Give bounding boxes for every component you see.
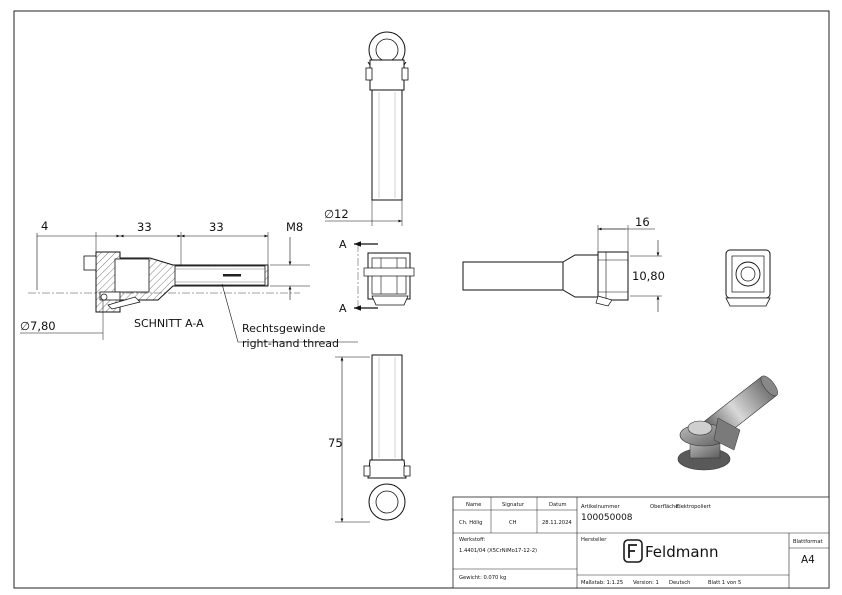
iso-3d-view <box>677 375 778 471</box>
dim-75: 75 <box>328 436 343 450</box>
dim-dia-12: ∅12 <box>324 207 349 221</box>
dim-4: 4 <box>41 219 48 233</box>
dim-m8: M8 <box>286 220 303 234</box>
tb-blattformat-value: A4 <box>801 554 815 566</box>
tb-header-name: Name <box>466 502 481 508</box>
tb-version: Version: 1 <box>633 580 659 586</box>
tb-massstab: Maßstab: 1:1.25 <box>581 580 623 586</box>
tb-gewicht: Gewicht: 0.070 kg <box>459 575 506 581</box>
tb-sprache: Deutsch <box>669 580 690 586</box>
tb-blatt: Blatt 1 von 5 <box>708 580 741 586</box>
section-marker-top: A <box>339 238 347 251</box>
tb-datum: 28.11.2024 <box>542 520 572 526</box>
tb-header-datum: Datum <box>549 502 567 508</box>
dim-10-80: 10,80 <box>632 269 665 283</box>
sheet-border <box>13 10 830 589</box>
section-label: SCHNITT A-A <box>134 317 204 330</box>
section-marker-bottom: A <box>339 302 347 315</box>
tb-werkstoff-value: 1.4401/04 (X5CrNiMo17-12-2) <box>459 548 537 554</box>
dim-33-right: 33 <box>209 220 224 234</box>
tb-header-signatur: Signatur <box>502 502 525 508</box>
section-view-a-a: 4 33 33 M8 ∅7,80 SCHNITT A-A Rechtsgewin… <box>20 219 358 350</box>
title-block: Name Signatur Datum Ch. Hölig CH 28.11.2… <box>452 496 830 589</box>
thread-note-en: right-hand thread <box>242 337 339 350</box>
front-view: A A <box>339 238 415 315</box>
tb-brand-name: Feldmann <box>645 543 719 561</box>
feldmann-logo-icon <box>623 539 643 563</box>
top-view: ∅12 <box>324 31 409 226</box>
thread-note-de: Rechtsgewinde <box>242 322 326 335</box>
tb-oberflaeche-value: Elektropoliert <box>676 504 711 510</box>
tb-oberflaeche-label: Oberfläche: <box>650 504 680 510</box>
dim-16: 16 <box>635 215 650 229</box>
tb-signatur: CH <box>509 520 517 526</box>
tb-artikel-label: Artikelnummer <box>581 504 620 510</box>
tb-artikel-value: 100050008 <box>581 513 633 523</box>
dim-dia-7-80: ∅7,80 <box>20 319 56 333</box>
side-view: 16 10,80 <box>462 215 665 312</box>
tb-name: Ch. Hölig <box>459 520 482 526</box>
bottom-view: 75 <box>328 354 411 523</box>
tb-werkstoff-label: Werkstoff: <box>459 537 486 543</box>
dim-33-left: 33 <box>137 220 152 234</box>
tb-blattformat-label: Blattformat <box>793 539 823 545</box>
tb-hersteller-label: Hersteller <box>581 537 607 543</box>
end-view <box>725 249 771 307</box>
